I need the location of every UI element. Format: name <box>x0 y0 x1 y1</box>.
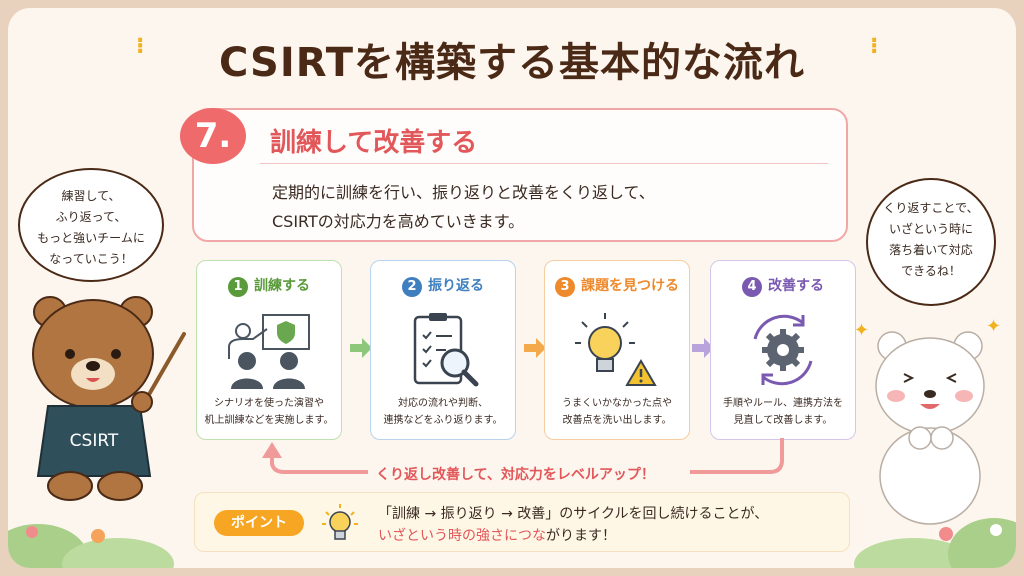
phase-description: うまくいかなかった点や 改善点を洗い出します。 <box>549 395 685 429</box>
bubble-line: くり返すことで、 <box>883 201 979 215</box>
phase-label: 振り返る <box>428 278 484 294</box>
bubble-line: もっと強いチームに <box>37 231 145 245</box>
sparkle-icon: ✦ <box>854 320 870 341</box>
point-tag: ポイント <box>214 510 304 536</box>
lightbulb-warning-icon <box>575 313 657 386</box>
point-line1: 「訓練 → 振り返り → 改善」のサイクルを回し続けることが、 <box>378 506 769 522</box>
bubble-line: なっていこう！ <box>49 252 133 266</box>
loop-label: くり返し改善して、対応力をレベルアップ！ <box>376 467 655 483</box>
clipboard-magnifier-icon <box>413 313 479 387</box>
step-number-badge: 7. <box>180 108 246 164</box>
phase-label: 課題を見つける <box>581 278 679 294</box>
phase-heading: 1 訓練する <box>197 275 341 297</box>
point-text: 「訓練 → 振り返り → 改善」のサイクルを回し続けることが、 いざという時の強… <box>378 503 768 547</box>
phase-number: 2 <box>402 277 422 297</box>
title-area: CSIRTを構築する基本的な流れ <box>8 30 1016 88</box>
phase-text-line: 手順やルール、連携方法を <box>723 398 843 409</box>
phase-number: 4 <box>742 277 762 297</box>
step-desc-line1: 定期的に訓練を行い、振り返りと改善をくり返して、 <box>272 183 655 202</box>
step-divider <box>260 163 828 164</box>
phase-card-find-issues: 3 課題を見つける うまくいかなかった点や 改善点を洗い出します。 <box>544 260 690 440</box>
phase-label: 訓練する <box>254 278 310 294</box>
lightbulb-icon <box>322 504 358 540</box>
point-highlight: いざという時の強さにつな <box>378 528 546 544</box>
gear-cycle-icon <box>753 314 813 386</box>
loop-arrow-icon <box>262 438 784 474</box>
bubble-line: 落ち着いて対応 <box>889 243 973 257</box>
phase-heading: 2 振り返る <box>371 275 515 297</box>
right-arrow-icon <box>350 338 372 358</box>
bear-shirt-text: CSIRT <box>70 431 119 451</box>
page-title: CSIRTを構築する基本的な流れ <box>218 40 806 86</box>
phase-text-line: シナリオを使った演習や <box>214 398 324 409</box>
phase-text-line: 見直して改善します。 <box>733 415 833 426</box>
bushes-flowers-left <box>8 524 174 568</box>
brown-bear-mascot: CSIRT <box>32 296 186 501</box>
step-description: 定期的に訓練を行い、振り返りと改善をくり返して、 CSIRTの対応力を高めていき… <box>272 178 655 236</box>
bubble-line: いざという時に <box>888 222 973 236</box>
infographic-frame: CSIRTを構築する基本的な流れ ⁝ ⁝ 7. 訓練して改善する 定期的に訓練を… <box>8 8 1016 568</box>
bubble-line: できるね！ <box>901 264 961 278</box>
step-desc-line2: CSIRTの対応力を高めていきます。 <box>272 212 525 231</box>
white-bear-mascot <box>875 331 985 525</box>
sparkle-icon: ⁝ <box>870 34 879 59</box>
phase-text-line: うまくいかなかった点や <box>562 398 672 409</box>
point-line2-rest: がります！ <box>546 528 616 544</box>
bubble-line: 練習して、 <box>61 189 121 203</box>
phase-card-review: 2 振り返る 対応の流れや判断、 連携などをふり返ります。 <box>370 260 516 440</box>
right-speech-bubble: くり返すことで、 いざという時に 落ち着いて対応 できるね！ <box>866 178 996 306</box>
phase-text-line: 机上訓練などを実施します。 <box>204 415 334 426</box>
step-card <box>192 108 848 242</box>
sparkle-icon: ✦ <box>986 316 1002 337</box>
phase-card-improve: 4 改善する 手順やルール、連携方法を 見直して改善します。 <box>710 260 856 440</box>
step-title: 訓練して改善する <box>270 128 478 158</box>
phase-number: 1 <box>228 277 248 297</box>
training-icon <box>228 314 310 389</box>
phase-card-train: 1 訓練する シナリオを使った演習や 机上訓練などを実施します。 <box>196 260 342 440</box>
bubble-line: ふり返って、 <box>55 210 127 224</box>
phase-text-line: 改善点を洗い出します。 <box>562 415 672 426</box>
sparkle-icon: ⁝ <box>136 34 145 59</box>
left-speech-bubble: 練習して、 ふり返って、 もっと強いチームに なっていこう！ <box>18 168 164 282</box>
phase-description: 対応の流れや判断、 連携などをふり返ります。 <box>375 395 511 429</box>
phase-description: 手順やルール、連携方法を 見直して改善します。 <box>715 395 851 429</box>
right-arrow-icon <box>692 338 714 358</box>
phase-label: 改善する <box>768 278 824 294</box>
phase-text-line: 対応の流れや判断、 <box>398 398 488 409</box>
phase-number: 3 <box>555 277 575 297</box>
right-arrow-icon <box>524 338 546 358</box>
phase-heading: 4 改善する <box>711 275 855 297</box>
phase-description: シナリオを使った演習や 机上訓練などを実施します。 <box>201 395 337 429</box>
bushes-flowers-right <box>854 518 1016 568</box>
phase-text-line: 連携などをふり返ります。 <box>383 415 503 426</box>
phase-heading: 3 課題を見つける <box>545 275 689 297</box>
point-line2: いざという時の強さにつながります！ <box>378 525 768 547</box>
